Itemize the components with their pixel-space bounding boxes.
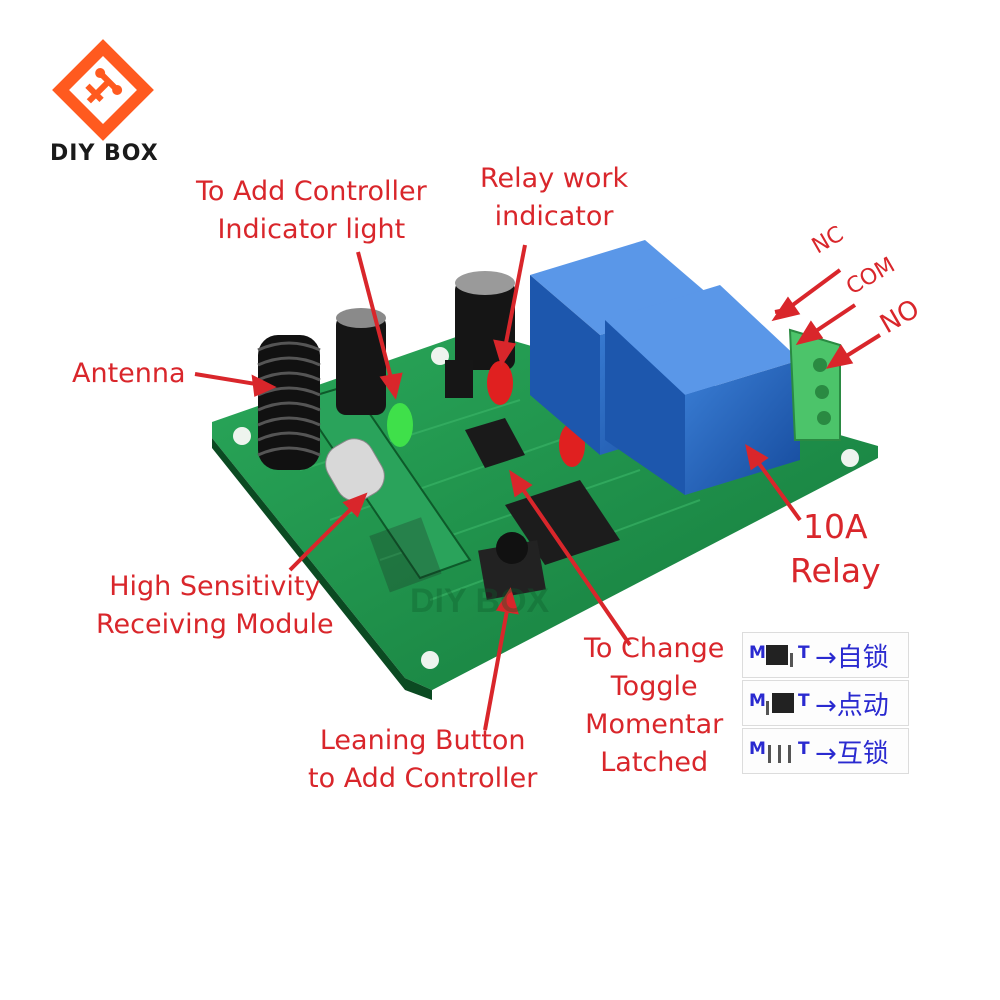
label-antenna: Antenna <box>72 358 186 389</box>
callout-arrows <box>194 244 882 731</box>
brand-name: DIY BOX <box>50 141 159 166</box>
antenna-coil <box>257 335 321 470</box>
diy-box-logo <box>52 39 154 141</box>
terminal-block <box>788 328 841 441</box>
jumper-pins-icon <box>766 641 796 667</box>
board-watermark: DIY BOX <box>410 582 550 620</box>
relays <box>530 240 800 495</box>
jumper-legend-row-1: M T →自锁 <box>742 632 909 678</box>
jumper-pins-icon <box>766 689 796 715</box>
jumper-legend-row-3: M T →互锁 <box>742 728 909 774</box>
jumper-legend-row-2: M T →点动 <box>742 680 909 726</box>
jumper-pins-icon <box>766 737 796 763</box>
push-button <box>478 532 546 600</box>
receiver-module <box>298 383 472 593</box>
